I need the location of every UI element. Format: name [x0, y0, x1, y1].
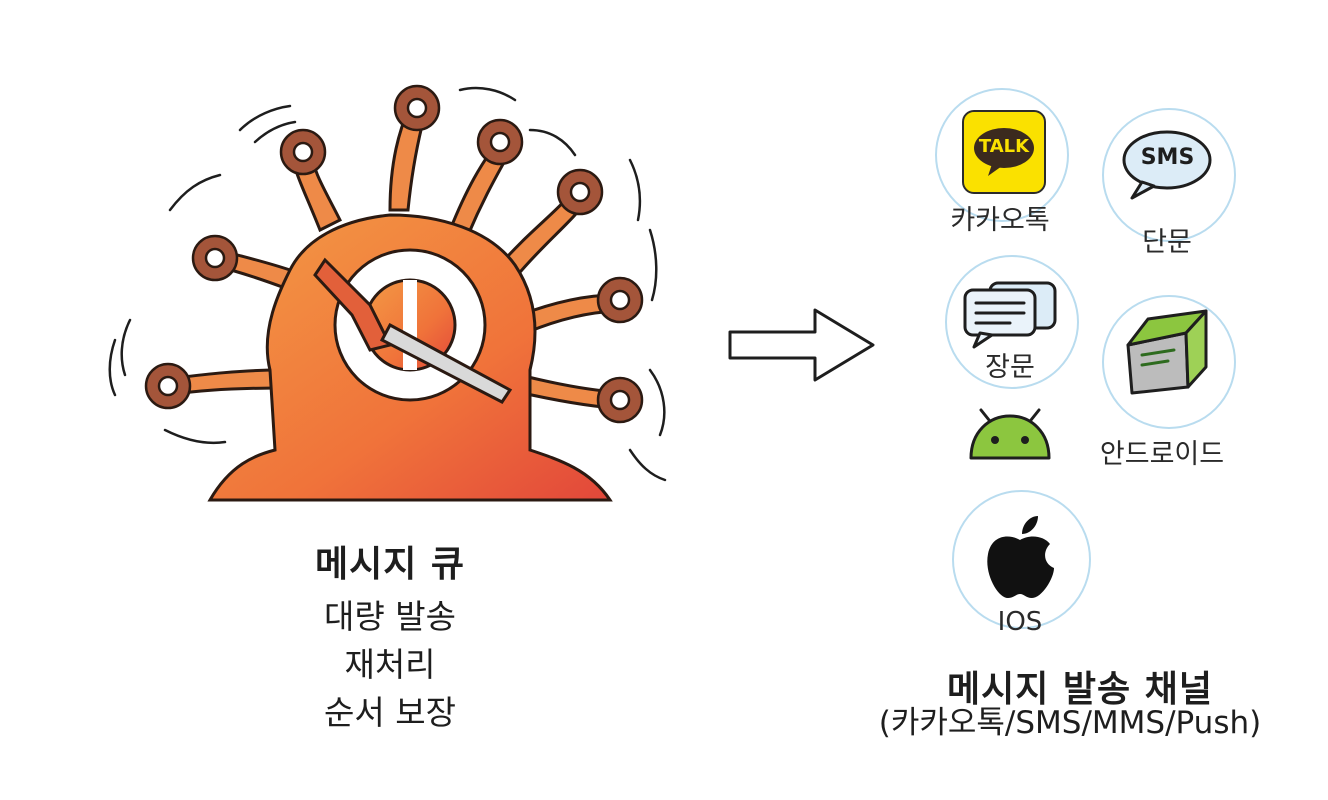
queue-feature-bulk-send: 대량 발송 — [324, 597, 456, 636]
queue-title: 메시지 큐 — [314, 544, 465, 585]
mms-note-icon — [1118, 305, 1213, 400]
ios-label: IOS — [997, 607, 1043, 637]
channels-title: 메시지 발송 채널 — [947, 669, 1213, 710]
queue-feature-retry: 재처리 — [344, 645, 436, 684]
kakao-talk-icon: TALK — [962, 110, 1046, 194]
queue-feature-order: 순서 보장 — [324, 693, 456, 732]
lms-ring — [945, 255, 1079, 389]
message-queue-illustration — [90, 70, 690, 510]
long-message-icon — [960, 275, 1060, 350]
sms-label: 단문 — [1142, 227, 1192, 258]
android-label: 안드로이드 — [1099, 439, 1225, 470]
sms-ring — [1102, 108, 1236, 242]
channels-subtitle: (카카오톡/SMS/MMS/Push) — [878, 705, 1262, 741]
apple-icon — [980, 512, 1060, 602]
sms-icon-text: SMS — [1140, 145, 1195, 170]
lms-label: 장문 — [985, 352, 1035, 383]
flow-arrow-icon — [725, 305, 880, 385]
kakao-icon-text: TALK — [978, 136, 1030, 157]
android-icon — [965, 408, 1055, 463]
kakao-ring — [935, 88, 1069, 222]
mms-ring — [1102, 295, 1236, 429]
ios-ring — [952, 490, 1091, 629]
queue-monster-icon — [108, 84, 667, 502]
kakao-label: 카카오톡 — [950, 205, 1050, 236]
sms-bubble-icon: SMS — [1120, 128, 1215, 203]
